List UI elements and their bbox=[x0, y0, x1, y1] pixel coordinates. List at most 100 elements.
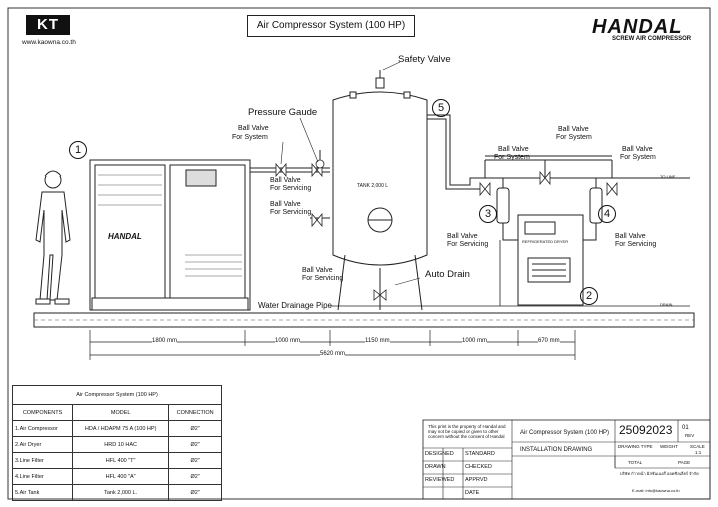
valve-label-9-title: Ball Valve bbox=[615, 233, 646, 240]
dimension-4: 1000 mm bbox=[462, 338, 488, 344]
line-filter-3 bbox=[496, 187, 510, 224]
drawn-label: DRAWN bbox=[425, 464, 446, 470]
component-connection: Ø2" bbox=[168, 452, 222, 469]
table-row: 4.Line Filter HFL 400 "A" Ø2" bbox=[11, 468, 222, 485]
scale-label: SCALE bbox=[690, 444, 705, 449]
valve-label-6-title: Ball Valve bbox=[558, 126, 589, 133]
brand-tagline: SCREW AIR COMPRESSOR bbox=[612, 36, 692, 42]
dimension-2: 1000 mm bbox=[275, 338, 301, 344]
dimension-total: 5620 mm bbox=[320, 351, 346, 357]
valve-label-4-title: Ball Valve bbox=[302, 267, 333, 274]
safety-valve-label: Safety Valve bbox=[398, 54, 451, 65]
valve-label-8-sub: For Servicing bbox=[447, 241, 489, 248]
component-name: 1.Air Compressor bbox=[11, 420, 74, 437]
component-connection: Ø2" bbox=[168, 436, 222, 453]
component-name: 4.Line Filter bbox=[11, 468, 74, 485]
valve-label-1-title: Ball Valve bbox=[238, 125, 269, 132]
valve-label-4-sub: For Servicing bbox=[302, 275, 344, 282]
company-address: บริษัท กำวหน้า มิสชั่นเนอรี่ ออคซิลเลียร… bbox=[620, 471, 699, 476]
drawing-title-box: Air Compressor System (100 HP) bbox=[247, 15, 415, 37]
callout-3: 3 bbox=[479, 205, 497, 223]
valve-label-5-title: Ball Valve bbox=[498, 146, 529, 153]
leader-lines bbox=[280, 61, 421, 286]
weight-label: WEIGHT bbox=[660, 444, 678, 449]
page-label: PAGE bbox=[678, 460, 691, 465]
revision-number: 01 bbox=[682, 425, 689, 431]
designed-label: DESIGNED bbox=[425, 451, 454, 457]
dimension-1: 1800 mm bbox=[152, 338, 178, 344]
company-email: E-mail: info@kaowna.co.th bbox=[632, 488, 680, 493]
dimension-5: 670 mm bbox=[538, 338, 560, 344]
approved-label: APPRVD bbox=[465, 477, 488, 483]
table-row: 2.Air Dryer HRD 10 HAC Ø2" bbox=[11, 436, 222, 453]
drain-label: DRAIN bbox=[660, 302, 673, 307]
valve-label-3-title: Ball Valve bbox=[270, 201, 301, 208]
parts-header-components: COMPONENTS bbox=[11, 404, 74, 421]
valves bbox=[275, 159, 618, 301]
auto-drain-label: Auto Drain bbox=[425, 269, 470, 280]
title-block-drawing-title: Air Compressor System (100 HP) bbox=[520, 430, 610, 436]
valve-label-6-sub: For System bbox=[556, 134, 592, 141]
document-number: 25092023 bbox=[619, 423, 673, 437]
valve-label-2-sub: For Servicing bbox=[270, 185, 312, 192]
company-logo: KT bbox=[26, 15, 70, 35]
parts-table: Air Compressor System (100 HP) COMPONENT… bbox=[11, 385, 222, 501]
revision-label: REV bbox=[685, 433, 695, 438]
callout-5: 5 bbox=[432, 99, 450, 117]
water-drainage-pipe-label: Water Drainage Pipe bbox=[258, 301, 332, 310]
drawing-type-label: DRAWING TYPE bbox=[618, 444, 653, 449]
callout-1: 1 bbox=[69, 141, 87, 159]
compressor-nameplate: HANDAL bbox=[108, 232, 142, 241]
valve-label-7-title: Ball Valve bbox=[622, 146, 653, 153]
operator-figure bbox=[35, 170, 71, 305]
drain-line bbox=[330, 240, 690, 307]
ownership-notice: This print is the property of Handal and… bbox=[428, 424, 506, 440]
valve-label-8-title: Ball Valve bbox=[447, 233, 478, 240]
component-name: 2.Air Dryer bbox=[11, 436, 74, 453]
valve-label-3-sub: For Servicing bbox=[270, 209, 312, 216]
component-connection: Ø2" bbox=[168, 468, 222, 485]
air-dryer bbox=[517, 214, 584, 306]
dimension-3: 1150 mm bbox=[365, 338, 390, 344]
valve-label-1-sub: For System bbox=[232, 134, 268, 141]
table-row: 5.Air Tank Tank 2,000 L. Ø2" bbox=[11, 484, 222, 501]
component-connection: Ø2" bbox=[168, 420, 222, 437]
parts-table-header-row: COMPONENTS MODEL CONNECTION bbox=[11, 404, 222, 421]
brand-logo: HANDAL bbox=[592, 16, 683, 38]
component-model: HRD 10 HAC bbox=[72, 436, 170, 453]
parts-table-title: Air Compressor System (100 HP) bbox=[12, 385, 222, 405]
air-compressor bbox=[89, 159, 251, 311]
component-model: HFL 400 "A" bbox=[72, 468, 170, 485]
floor bbox=[33, 312, 695, 328]
callout-4: 4 bbox=[598, 205, 616, 223]
valve-label-7-sub: For System bbox=[620, 154, 656, 161]
parts-header-model: MODEL bbox=[72, 404, 170, 421]
component-model: HFL 400 "T" bbox=[72, 452, 170, 469]
parts-header-connection: CONNECTION bbox=[168, 404, 222, 421]
component-name: 5.Air Tank bbox=[11, 484, 74, 501]
tank-nameplate: TANK 2,000 L bbox=[357, 183, 389, 189]
component-connection: Ø2" bbox=[168, 484, 222, 501]
checked-label: CHECKED bbox=[465, 464, 492, 470]
total-label: TOTAL bbox=[628, 460, 643, 465]
to-line-label: TO LINE bbox=[660, 174, 676, 179]
table-row: 1.Air Compressor HDA / HDAPM 75 A (100 H… bbox=[11, 420, 222, 437]
table-row: 3.Line Filter HFL 400 "T" Ø2" bbox=[11, 452, 222, 469]
title-block-drawing-type: INSTALLATION DRAWING bbox=[520, 447, 593, 453]
sheet-border bbox=[7, 7, 711, 500]
dryer-nameplate: REFRIGERATED DRYER bbox=[522, 239, 569, 244]
component-model: Tank 2,000 L. bbox=[72, 484, 170, 501]
air-tank bbox=[332, 70, 428, 311]
component-name: 3.Line Filter bbox=[11, 452, 74, 469]
standard-label: STANDARD bbox=[465, 451, 495, 457]
reviewed-label: REVIEWED bbox=[425, 477, 455, 483]
component-model: HDA / HDAPM 75 A (100 HP) bbox=[72, 420, 170, 437]
callout-2: 2 bbox=[580, 287, 598, 305]
company-website: www.kaowna.co.th bbox=[22, 39, 76, 46]
date-label: DATE bbox=[465, 490, 480, 496]
parts-table-title-row: Air Compressor System (100 HP) bbox=[12, 385, 222, 405]
pressure-gauge-label: Pressure Gaude bbox=[248, 107, 318, 118]
valve-label-2-title: Ball Valve bbox=[270, 177, 301, 184]
scale-value: 1:1 bbox=[695, 450, 702, 455]
